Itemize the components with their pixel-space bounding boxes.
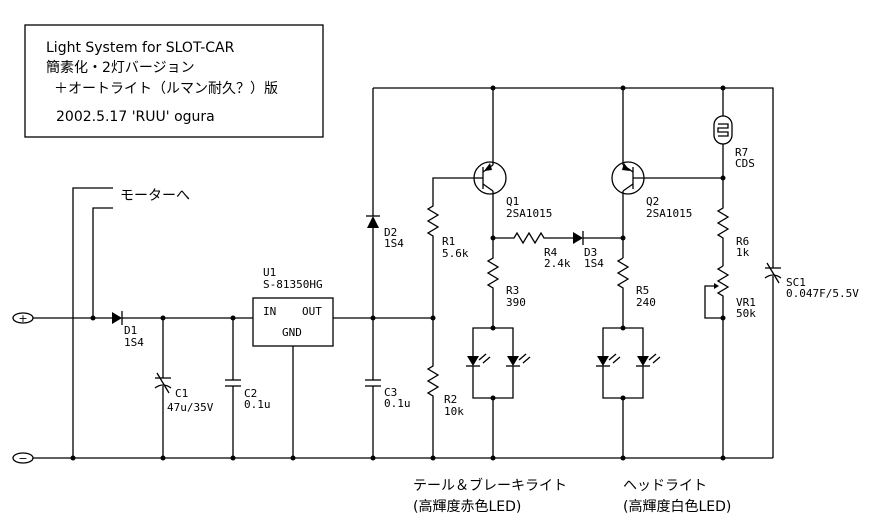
q2-ref: Q2 (646, 195, 659, 208)
u1-regulator: IN OUT GND U1 S-81350HG (252, 266, 334, 458)
title-line-4: 2002.5.17 'RUU' ogura (56, 109, 215, 125)
c2-ref: C2 (244, 387, 257, 400)
motor-lead-ground (72, 187, 113, 458)
tail-caption-line2: (高輝度赤色LED) (413, 498, 521, 515)
r4-resistor: R4 2.4k (493, 231, 573, 270)
c1-capacitor: C1 47u/35V (154, 318, 214, 458)
title-frame (24, 24, 324, 138)
c2-capacitor: C2 0.1u (225, 318, 271, 458)
q1-value: 2SA1015 (506, 207, 552, 220)
motor-lead-plus (92, 207, 113, 318)
u1-value: S-81350HG (263, 278, 323, 291)
captions: テール＆ブレーキライト (高輝度赤色LED) ヘッドライト (高輝度白色LED) (413, 477, 731, 515)
top-rail (373, 87, 774, 268)
tail-caption-line1: テール＆ブレーキライト (413, 477, 567, 494)
terminal-plus: + (12, 312, 34, 325)
r7-cds: R7 CDS (713, 88, 755, 178)
r2-value: 10k (444, 405, 464, 418)
d1-diode: D1 1S4 (112, 311, 144, 349)
c3-value: 0.1u (384, 397, 411, 410)
terminal-minus: − (12, 452, 34, 465)
minus-label: − (18, 452, 27, 465)
motor-label: モーターへ (120, 188, 190, 204)
u1-pin-out: OUT (302, 305, 322, 318)
u1-ref: U1 (263, 266, 276, 279)
u1-pin-in: IN (263, 305, 276, 318)
sc1-ref: SC1 (786, 276, 806, 289)
r7-value: CDS (735, 157, 755, 170)
r2-ref: R2 (444, 393, 457, 406)
title-line-1: Light System for SLOT-CAR (46, 40, 235, 56)
c2-value: 0.1u (244, 398, 271, 411)
title-line-3: ＋オートライト（ルマン耐久？）版 (54, 81, 278, 97)
sc1-capacitor: SC1 0.047F/5.5V (764, 262, 859, 300)
q2-transistor: Q2 2SA1015 (611, 88, 723, 258)
r7-ref: R7 (735, 146, 748, 159)
r5-resistor: R5 240 (616, 257, 656, 328)
c1-value: 47u/35V (167, 401, 214, 414)
d3-diode: D3 1S4 (573, 231, 623, 270)
r6-ref: R6 (736, 235, 749, 248)
r6-value: 1k (736, 246, 750, 259)
q1-ref: Q1 (506, 195, 519, 208)
head-caption-line1: ヘッドライト (623, 478, 707, 494)
vr1-potentiometer: VR1 50k (704, 265, 756, 458)
q1-transistor: Q1 2SA1015 (473, 88, 552, 238)
c3-ref: C3 (384, 386, 397, 399)
r2-resistor: R2 10k (426, 318, 464, 458)
r5-ref: R5 (636, 284, 649, 297)
d3-ref: D3 (584, 246, 597, 259)
power-rails (33, 87, 774, 459)
d2-ref: D2 (384, 226, 397, 239)
d2-diode: D2 1S4 (366, 88, 404, 318)
vr1-value: 50k (736, 307, 756, 320)
junction-dots (70, 85, 726, 461)
u1-pin-gnd: GND (282, 326, 302, 339)
r4-value: 2.4k (544, 257, 571, 270)
d1-ref: D1 (124, 324, 137, 337)
c1-ref: C1 (175, 387, 188, 400)
r3-value: 390 (506, 296, 526, 309)
title-line-2: 簡素化・2灯バージョン (46, 60, 195, 76)
d2-value: 1S4 (384, 237, 404, 250)
plus-label: + (18, 312, 27, 325)
r5-value: 240 (636, 296, 656, 309)
r1-resistor: R1 5.6k (426, 177, 474, 318)
r1-value: 5.6k (442, 247, 469, 260)
vr1-ref: VR1 (736, 296, 756, 309)
r3-ref: R3 (506, 284, 519, 297)
d3-value: 1S4 (584, 257, 604, 270)
q2-value: 2SA1015 (646, 207, 692, 220)
head-led-pair (596, 327, 661, 458)
r1-ref: R1 (442, 235, 455, 248)
d1-value: 1S4 (124, 336, 144, 349)
head-caption-line2: (高輝度白色LED) (623, 498, 731, 515)
r4-ref: R4 (544, 246, 558, 259)
c3-capacitor: C3 0.1u (365, 318, 411, 458)
motor-leads: モーターへ (72, 187, 190, 458)
sc1-value: 0.047F/5.5V (786, 287, 859, 300)
r3-resistor: R3 390 (486, 238, 526, 328)
r6-resistor: R6 1k (716, 178, 750, 266)
tail-led-pair (466, 327, 531, 458)
title-box: Light System for SLOT-CAR 簡素化・2灯バージョン ＋オ… (24, 24, 324, 138)
